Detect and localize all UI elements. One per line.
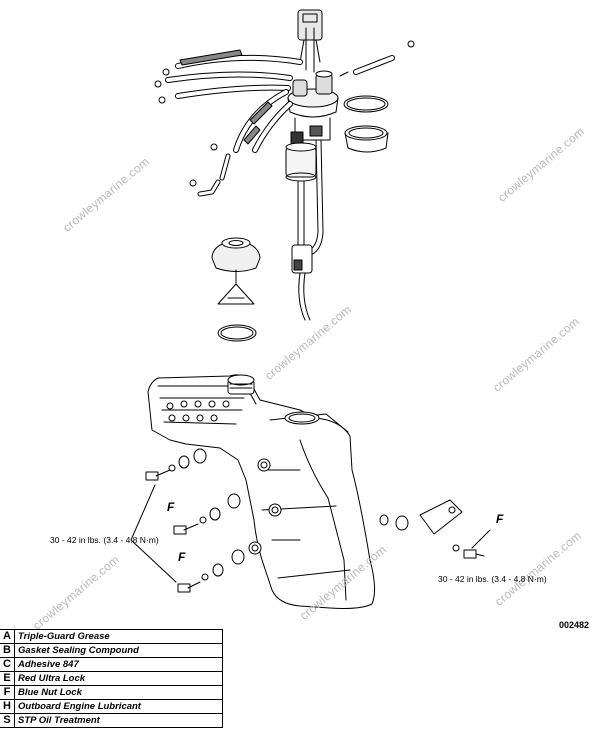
left-fasteners (130, 448, 245, 593)
fuel-pump-assembly (285, 9, 339, 321)
legend-key: E (0, 671, 15, 686)
legend-text: Outboard Engine Lubricant (14, 699, 223, 714)
callout-f-left-upper: F (167, 500, 175, 514)
callout-f-right: F (496, 512, 504, 526)
oil-tank (147, 374, 376, 609)
legend-key: F (0, 685, 15, 700)
legend-text: STP Oil Treatment (18, 715, 100, 726)
figure-id: 002482 (559, 620, 590, 630)
legend-key: H (0, 699, 15, 714)
callout-f-left-lower: F (178, 550, 186, 564)
legend-text: Gasket Sealing Compound (14, 643, 223, 658)
hose-clamps (154, 40, 415, 187)
seal-rings (217, 95, 389, 342)
legend-text: Adhesive 847 (14, 657, 223, 672)
fuel-hoses (165, 54, 395, 197)
legend-text: Red Ultra Lock (14, 671, 223, 686)
filler-cap (211, 237, 261, 305)
legend-key: B (0, 643, 15, 658)
legend-key: S (0, 713, 15, 728)
legend-key: C (0, 657, 15, 672)
legend-text: Triple-Guard Grease (14, 629, 223, 644)
torque-spec-left: 30 - 42 in lbs. (3.4 - 4.8 N·m) (50, 535, 159, 545)
right-fasteners (379, 499, 491, 559)
protective-sleeves (179, 49, 273, 145)
legend-key: A (0, 629, 15, 644)
torque-spec-right: 30 - 42 in lbs. (3.4 - 4.8 N·m) (438, 574, 547, 584)
legend-text: Blue Nut Lock (14, 685, 223, 700)
